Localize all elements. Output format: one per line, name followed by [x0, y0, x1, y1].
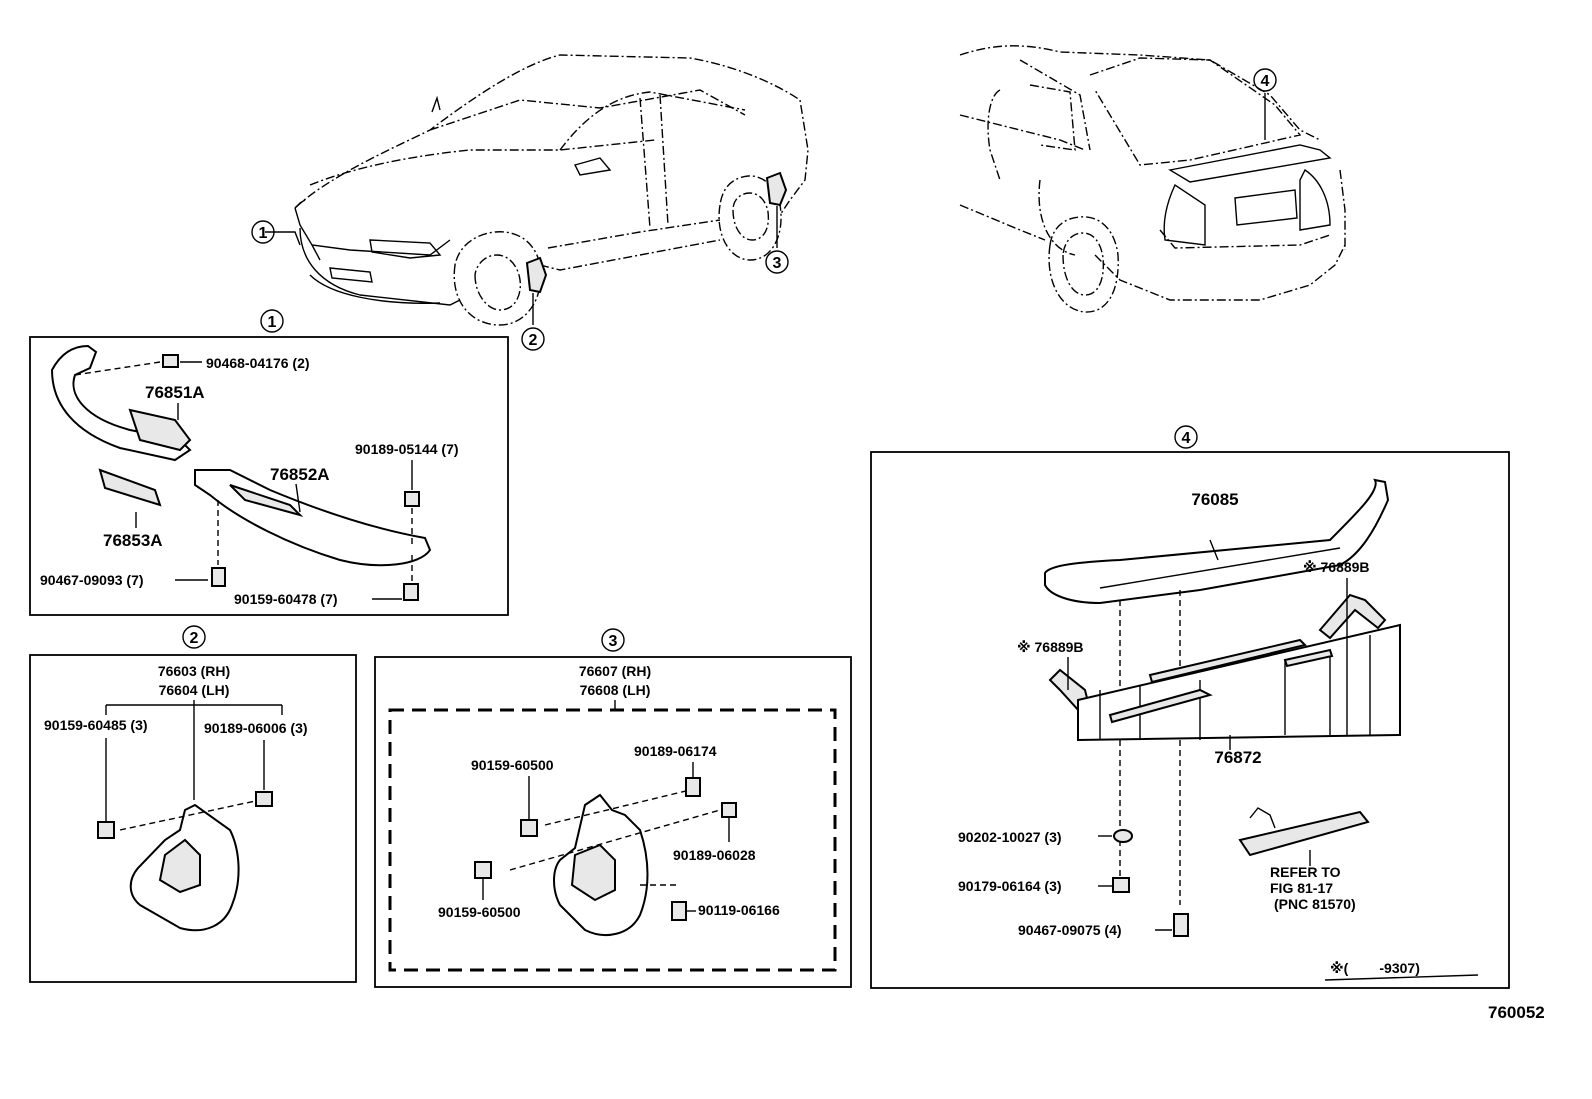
nut-icon	[685, 777, 701, 797]
label-90159-60478: 90159-60478 (7)	[234, 591, 338, 607]
label-90159-60485: 90159-60485 (3)	[44, 717, 148, 733]
svg-text:1: 1	[268, 314, 277, 331]
label-76604: 76604 (LH)	[159, 682, 230, 698]
refer-note-line1: REFER TO	[1270, 864, 1341, 880]
label-90179-06164: 90179-06164 (3)	[958, 878, 1062, 894]
label-76085: 76085	[1191, 490, 1238, 509]
clip-icon	[211, 567, 226, 587]
svg-text:2: 2	[190, 630, 199, 647]
nut-icon	[1112, 877, 1130, 893]
rear-car-illustration	[959, 45, 1346, 313]
clip-icon	[162, 354, 179, 368]
label-90119-06166: 90119-06166	[698, 902, 780, 918]
clip-icon	[671, 901, 687, 921]
figure-number: 760052	[1488, 1003, 1545, 1022]
rear-mud-guard-set-boundary	[388, 708, 837, 972]
refer-note-line2: FIG 81-17	[1270, 880, 1333, 896]
footnote-production-date: ※( -9307)	[1330, 960, 1420, 976]
callout-2-top: 2	[521, 327, 545, 351]
label-76608: 76608 (LH)	[580, 682, 651, 698]
high-mount-stop-light-icon	[1238, 807, 1370, 857]
seal-right-part	[1318, 593, 1387, 640]
rear-spoiler-panel: 4 76085 ※ 76889B ※ 76889	[870, 425, 1510, 989]
svg-text:3: 3	[773, 255, 782, 272]
front-mud-guard-panel: 2 76603 (RH) 76604 (LH) 90159-60485 (3) …	[29, 625, 357, 983]
label-76852A: 76852A	[270, 465, 330, 484]
clip-icon	[1173, 913, 1189, 937]
svg-text:4: 4	[1261, 73, 1270, 90]
label-90189-05144: 90189-05144 (7)	[355, 441, 459, 457]
washer-icon	[1113, 829, 1133, 843]
label-76889B-left: ※ 76889B	[1017, 639, 1084, 655]
refer-note-line3: (PNC 81570)	[1274, 896, 1356, 912]
front-spoiler-panel: 1 90468-04176 (2) 76851A 90189-05144 (7)…	[29, 309, 509, 616]
svg-text:2: 2	[529, 332, 538, 349]
rear-spoiler-part	[1044, 478, 1390, 605]
label-90189-06174: 90189-06174	[634, 743, 717, 759]
callout-3-top: 3	[765, 250, 789, 274]
cover-part	[98, 468, 162, 507]
screw-icon	[520, 819, 538, 837]
label-76853A: 76853A	[103, 531, 163, 550]
label-90189-06028: 90189-06028	[673, 847, 756, 863]
svg-text:1: 1	[259, 225, 268, 242]
label-90202-10027: 90202-10027 (3)	[958, 829, 1062, 845]
label-76851A: 76851A	[145, 383, 205, 402]
callout-4-top: 4	[1253, 68, 1277, 92]
label-90468-04176: 90468-04176 (2)	[206, 355, 310, 371]
nut-icon	[721, 802, 737, 818]
label-76607: 76607 (RH)	[579, 663, 651, 679]
label-90467-09075: 90467-09075 (4)	[1018, 922, 1122, 938]
label-90189-06006: 90189-06006 (3)	[204, 720, 308, 736]
svg-text:4: 4	[1182, 430, 1191, 447]
stay-part	[1077, 623, 1401, 742]
screw-icon	[474, 861, 492, 879]
callout-1-top: 1	[251, 220, 275, 244]
svg-text:3: 3	[609, 633, 618, 650]
front-car-illustration	[265, 54, 809, 326]
label-76603: 76603 (RH)	[158, 663, 230, 679]
rear-mud-guard-panel: 3 76607 (RH) 76608 (LH) 90189-06174 9015…	[374, 628, 852, 988]
label-90159-60500-top: 90159-60500	[471, 757, 554, 773]
nut-icon	[255, 791, 273, 807]
label-90467-09093: 90467-09093 (7)	[40, 572, 144, 588]
label-76889B-right: ※ 76889B	[1303, 559, 1370, 575]
screw-icon	[403, 583, 419, 601]
screw-icon	[404, 491, 420, 507]
label-90159-60500-bottom: 90159-60500	[438, 904, 521, 920]
label-76872: 76872	[1214, 748, 1261, 767]
screw-icon	[97, 821, 115, 839]
